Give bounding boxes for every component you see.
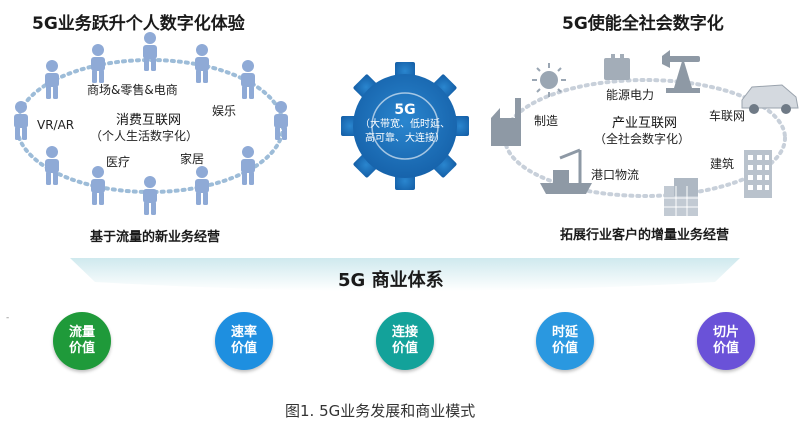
battery-icon	[604, 54, 630, 80]
gear-label: 5G （大带宽、低时延、 高可靠、大连接）	[345, 102, 465, 146]
label-retail: 商场&零售&电商	[87, 83, 178, 97]
value-line-2: 价值	[230, 341, 257, 356]
value-line-1: 时延	[551, 325, 578, 340]
ship-icon	[540, 148, 592, 194]
industry-internet-subtitle: （全社会数字化）	[594, 132, 691, 146]
value-line-2: 价值	[551, 341, 578, 356]
industry-internet-title: 产业互联网	[612, 116, 678, 131]
right-footer: 拓展行业客户的增量业务经营	[560, 228, 730, 243]
consumer-internet-subtitle: （个人生活数字化）	[90, 129, 199, 143]
label-home: 家居	[180, 152, 205, 166]
business-system-title: 5G 商业体系	[338, 270, 444, 291]
label-medical: 医疗	[106, 155, 131, 169]
oil-pump-icon	[662, 50, 700, 93]
gear-icon	[341, 62, 469, 190]
value-line-2: 价值	[712, 341, 739, 356]
value-line-1: 连接	[391, 325, 418, 340]
left-title: 5G业务跃升个人数字化体验	[32, 14, 245, 34]
building-icon	[744, 150, 772, 198]
consumer-internet-title: 消费互联网	[116, 113, 182, 128]
side-marker: -	[6, 313, 10, 323]
label-port-logistics: 港口物流	[591, 168, 640, 182]
value-line-1: 流量	[68, 325, 95, 340]
label-construction: 建筑	[710, 157, 735, 171]
sun-icon	[532, 63, 566, 97]
label-entertainment: 娱乐	[212, 104, 237, 118]
label-iov: 车联网	[709, 109, 746, 123]
figure-caption: 图1. 5G业务发展和商业模式	[285, 402, 476, 420]
factory-icon	[491, 98, 521, 146]
value-line-1: 切片	[712, 325, 739, 340]
value-circle-connection: 连接 价值	[376, 312, 434, 370]
right-title: 5G使能全社会数字化	[562, 14, 724, 34]
value-line-2: 价值	[391, 341, 418, 356]
gear-line-1: （大带宽、低时延、	[360, 119, 450, 130]
label-energy: 能源电力	[606, 88, 655, 102]
car-icon	[741, 84, 799, 114]
gear-line-2: 高可靠、大连接）	[365, 133, 445, 144]
value-line-2: 价值	[68, 341, 95, 356]
gear-title: 5G	[394, 102, 416, 118]
label-manufacturing: 制造	[534, 114, 559, 128]
value-line-1: 速率	[230, 325, 257, 340]
business-band	[70, 258, 740, 291]
label-vr-ar: VR/AR	[37, 118, 75, 132]
value-circle-slicing: 切片 价值	[697, 312, 755, 370]
value-circle-traffic: 流量 价值	[53, 312, 111, 370]
left-footer: 基于流量的新业务经营	[90, 230, 221, 245]
value-circle-rate: 速率 价值	[215, 312, 273, 370]
containers-icon	[664, 178, 698, 216]
value-circle-latency: 时延 价值	[536, 312, 594, 370]
